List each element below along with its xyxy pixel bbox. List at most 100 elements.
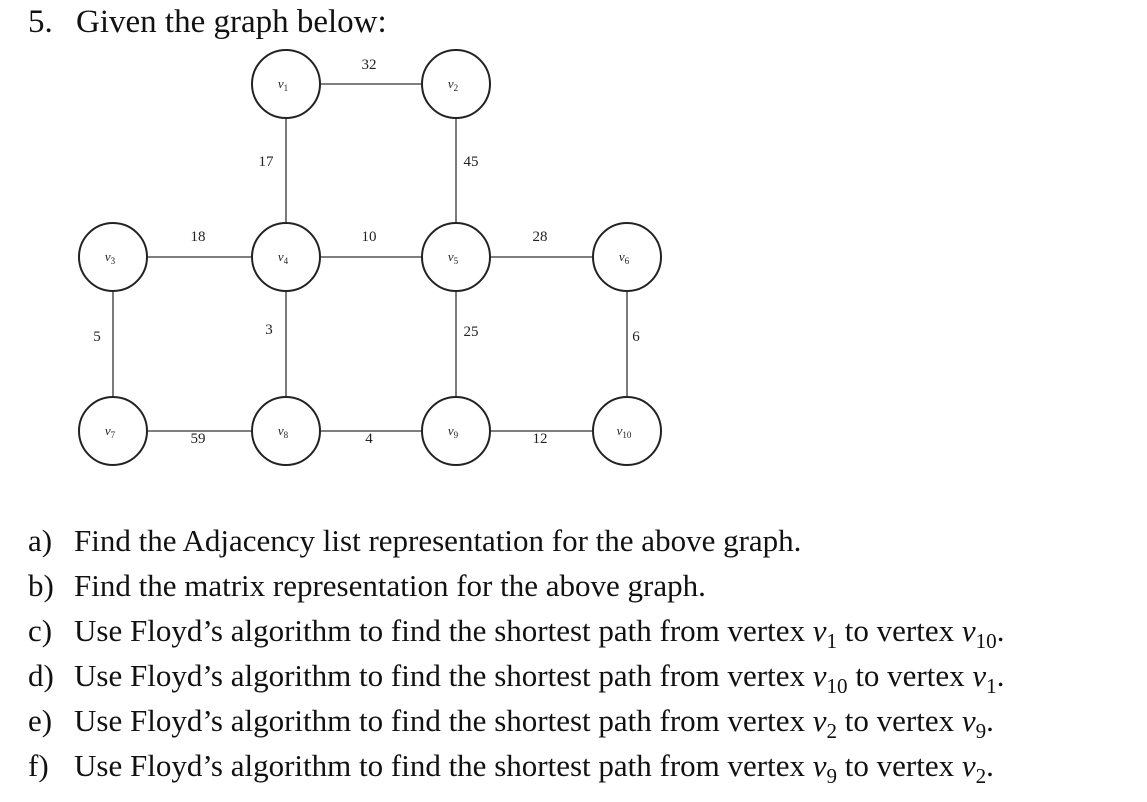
vertex-circle xyxy=(421,49,491,119)
vertex-label: v10 xyxy=(617,423,632,440)
vertex-reference-subscript: 10 xyxy=(826,674,848,699)
question-text: Use Floyd’s algorithm to find the shorte… xyxy=(74,613,813,648)
question-letter: d) xyxy=(28,658,54,693)
vertex-label-subscript: 2 xyxy=(454,83,459,93)
vertex-label: v1 xyxy=(278,76,288,93)
vertex-label-letter: v xyxy=(105,423,111,438)
edge-weight-v3-v7: 5 xyxy=(93,329,101,345)
vertex-label-letter: v xyxy=(448,249,454,264)
vertex-circle xyxy=(78,222,148,292)
vertex-reference-letter: v xyxy=(961,748,976,783)
vertex-label-letter: v xyxy=(448,423,454,438)
question-text: Find the Adjacency list representation f… xyxy=(74,523,802,558)
vertex-label: v9 xyxy=(448,423,459,440)
question-letter: a) xyxy=(28,523,53,558)
vertex-reference-subscript: 9 xyxy=(975,719,987,744)
question-text: . xyxy=(986,703,994,738)
edge-weight-v9-v10: 12 xyxy=(533,431,548,447)
vertex-reference-subscript: 2 xyxy=(826,719,838,744)
vertex-reference: v9 xyxy=(812,748,837,788)
vertex-v6: v6 xyxy=(592,222,662,292)
vertex-circle xyxy=(78,396,148,466)
edge-weight-v4-v8: 3 xyxy=(265,322,273,338)
question-letter: c) xyxy=(28,613,53,648)
question-item: c) Use Floyd’s algorithm to find the shor… xyxy=(28,610,1138,655)
vertex-reference-letter: v xyxy=(972,658,987,693)
edge-weight-v5-v9: 25 xyxy=(464,324,479,340)
question-item: b) Find the matrix representation for the… xyxy=(28,565,1138,610)
vertex-v2: v2 xyxy=(421,49,491,119)
question-text: to vertex xyxy=(837,748,962,783)
vertex-v1: v1 xyxy=(251,49,321,119)
vertex-reference-letter: v xyxy=(961,613,976,648)
edge-weight-v4-v5: 10 xyxy=(362,229,377,245)
vertex-circle xyxy=(251,396,321,466)
vertex-label-letter: v xyxy=(619,249,625,264)
vertex-label-subscript: 7 xyxy=(111,430,116,440)
edge-weight-v1-v2: 32 xyxy=(362,57,377,73)
problem-header: 5. Given the graph below: xyxy=(28,2,387,42)
vertex-reference-letter: v xyxy=(812,613,827,648)
vertex-reference-subscript: 1 xyxy=(986,674,997,699)
vertex-label: v5 xyxy=(448,249,459,266)
question-item: e)Use Floyd’s algorithm to find the shor… xyxy=(28,700,1138,745)
problem-number: 5. xyxy=(28,4,53,40)
vertex-label-letter: v xyxy=(278,76,284,91)
question-text: Find the matrix representation for the a… xyxy=(74,568,706,603)
vertex-reference: v1 xyxy=(812,613,837,653)
vertex-v7: v7 xyxy=(78,396,148,466)
question-text: to vertex xyxy=(847,658,973,693)
vertex-reference: v1 xyxy=(972,658,996,698)
edge-weight-v5-v6: 28 xyxy=(533,229,548,245)
vertex-label-subscript: 6 xyxy=(625,256,630,266)
vertex-reference: v10 xyxy=(961,613,997,653)
vertex-v10: v10 xyxy=(592,396,662,466)
problem-title: Given the graph below: xyxy=(76,4,387,40)
edge-weight-v1-v4: 17 xyxy=(259,154,275,170)
vertex-label-subscript: 1 xyxy=(284,83,289,93)
question-item: a) Find the Adjacency list representation… xyxy=(28,520,1138,565)
edge-weight-v8-v9: 4 xyxy=(365,431,373,447)
vertex-label: v3 xyxy=(105,249,116,266)
vertex-circle xyxy=(421,396,491,466)
question-text: Use Floyd’s algorithm to find the shorte… xyxy=(74,748,813,783)
vertex-v4: v4 xyxy=(251,222,321,292)
question-letter: b) xyxy=(28,568,54,603)
vertex-label: v7 xyxy=(105,423,116,440)
question-letter: f) xyxy=(28,748,49,783)
vertex-label: v8 xyxy=(278,423,289,440)
vertex-reference-letter: v xyxy=(812,658,827,693)
edge-weight-v2-v5: 45 xyxy=(464,154,479,170)
vertex-label-subscript: 3 xyxy=(111,256,116,266)
vertex-reference-letter: v xyxy=(812,703,827,738)
vertex-reference-letter: v xyxy=(812,748,827,783)
vertex-label: v6 xyxy=(619,249,630,266)
question-text: . xyxy=(986,748,994,783)
vertex-label-letter: v xyxy=(105,249,111,264)
question-text: Use Floyd’s algorithm to find the shorte… xyxy=(74,658,813,693)
vertex-v8: v8 xyxy=(251,396,321,466)
vertex-label-letter: v xyxy=(278,249,284,264)
vertex-reference: v9 xyxy=(962,703,986,743)
question-text: Use Floyd’s algorithm to find the shorte… xyxy=(74,703,813,738)
vertex-label: v4 xyxy=(278,249,289,266)
question-text: to vertex xyxy=(837,613,962,648)
vertex-reference: v2 xyxy=(961,748,986,788)
edge-weight-v6-v10: 6 xyxy=(632,329,640,345)
vertex-label-subscript: 8 xyxy=(284,430,289,440)
question-item: f) Use Floyd’s algorithm to find the shor… xyxy=(28,745,1138,790)
vertex-circle xyxy=(251,222,321,292)
vertex-circle xyxy=(592,222,662,292)
vertex-label-letter: v xyxy=(448,76,454,91)
vertex-label-letter: v xyxy=(278,423,284,438)
edge-weight-v3-v4: 18 xyxy=(191,229,206,245)
question-text: . xyxy=(996,613,1005,648)
vertex-label-letter: v xyxy=(617,423,623,438)
question-item: d) Use Floyd’s algorithm to find the shor… xyxy=(28,655,1138,700)
vertex-label-subscript: 5 xyxy=(454,256,459,266)
vertex-v9: v9 xyxy=(421,396,491,466)
question-list: a) Find the Adjacency list representation… xyxy=(28,520,1138,790)
vertex-circle xyxy=(421,222,491,292)
